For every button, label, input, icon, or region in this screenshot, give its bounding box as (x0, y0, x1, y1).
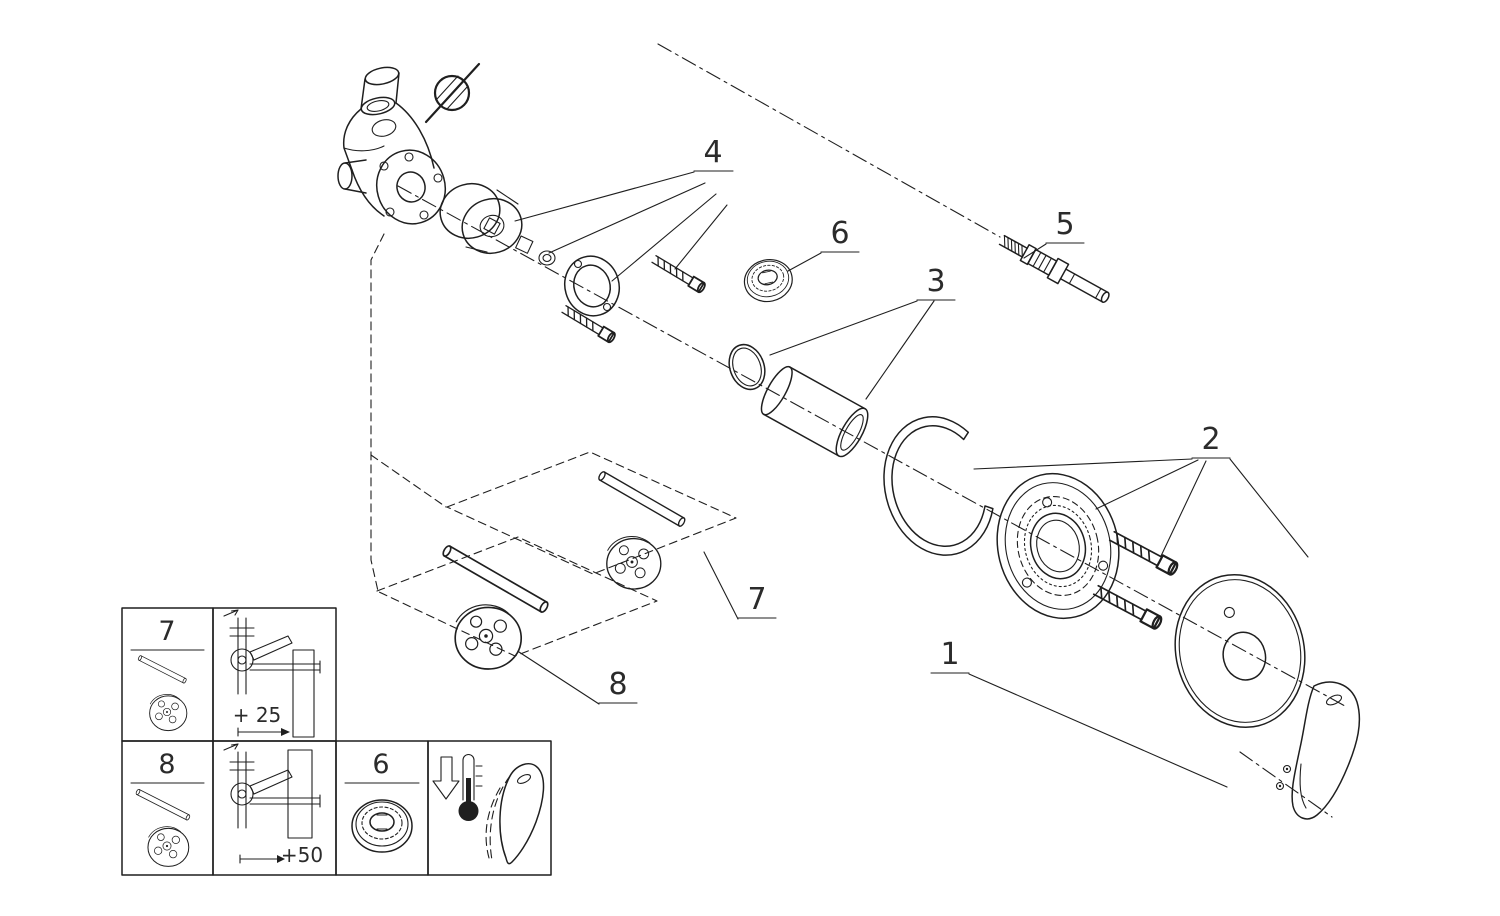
lever-handle-icon (485, 763, 545, 865)
legend-table: 7 + 25 8 +50 6 (121, 607, 552, 876)
legend-box-7: 7 (130, 616, 205, 732)
callout-2: 2 (1201, 422, 1220, 457)
callout-7: 7 (747, 582, 766, 617)
part-1-escutcheon (1174, 573, 1306, 729)
legend-depth-25: + 25 (233, 703, 282, 727)
thermometer-down-arrow-icon (432, 754, 483, 821)
part-4-extension-set (439, 183, 708, 345)
callout-5: 5 (1055, 207, 1074, 242)
part-5-cartridge-spindle (998, 234, 1110, 303)
callout-4: 4 (703, 135, 722, 170)
part-3-o-ring (728, 343, 766, 391)
legend-depth-50: +50 (281, 843, 323, 867)
legend-box-depth-50: +50 (223, 743, 323, 867)
callout-1: 1 (940, 637, 959, 672)
callout-labels: 4 6 5 3 2 7 8 1 (608, 135, 1220, 702)
part-2-retaining-ring (883, 416, 994, 556)
prohibition-icon (424, 62, 481, 124)
leader-lines (514, 170, 1309, 788)
callout-6: 6 (830, 216, 849, 251)
part-2-mounting-plate (996, 472, 1120, 620)
legend-borders (121, 607, 552, 876)
legend-box-depth-25: + 25 (223, 609, 321, 738)
part-1-lever-handle (1275, 681, 1361, 820)
legend-label-6: 6 (372, 749, 389, 780)
center-axis-lines (397, 43, 1346, 818)
legend-box-instructions (432, 754, 545, 865)
part-8-extension (440, 543, 551, 670)
legend-label-8: 8 (158, 749, 175, 780)
legend-box-8: 8 (130, 749, 205, 867)
callout-3: 3 (926, 264, 945, 299)
legend-box-6: 6 (344, 749, 420, 853)
concealed-valve-body (337, 66, 446, 225)
dashed-construction-lines (370, 233, 737, 657)
part-7-extension (596, 470, 687, 590)
part-3-sleeve (760, 365, 869, 458)
legend-label-7: 7 (158, 616, 175, 647)
callout-8: 8 (608, 667, 627, 702)
part-6-knurled-cap (739, 254, 797, 307)
